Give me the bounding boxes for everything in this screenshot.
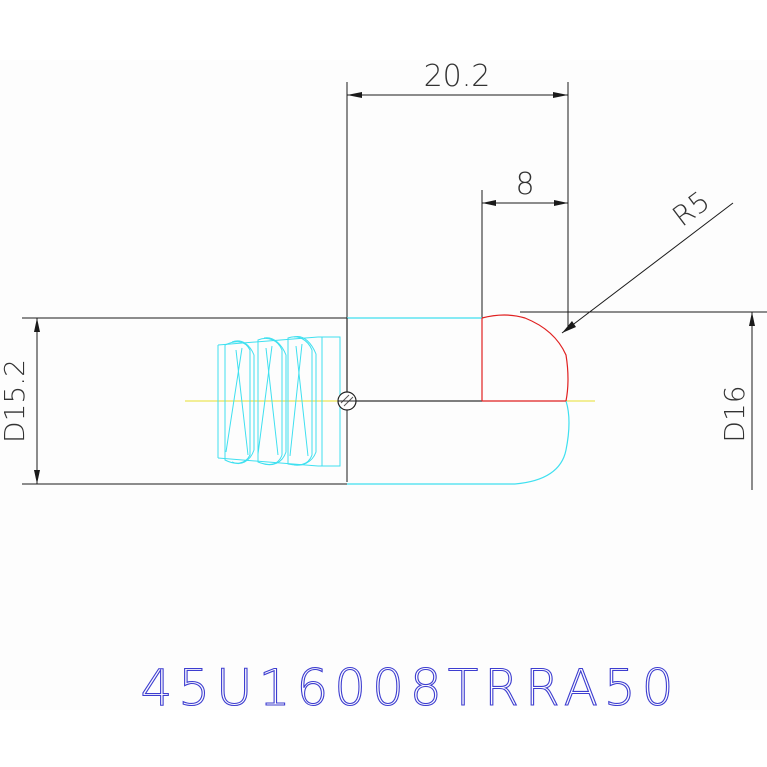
dimension-diameter-right-label: D16 (718, 385, 751, 442)
dimension-width-total-label: 20.2 (424, 59, 491, 94)
dimension-diameter-left-label: D15.2 (0, 359, 31, 443)
dimension-diameter-left: D15.2 (0, 317, 480, 485)
dimension-width-total: 20.2 (346, 59, 569, 482)
cutting-profile-edge (481, 314, 569, 402)
drawing-sheet (0, 60, 767, 710)
part-number: 45U16008TRRA50 (140, 659, 679, 717)
dimension-width-flat-label: 8 (515, 167, 534, 202)
origin-marker (337, 391, 357, 411)
dimension-diameter-right: D16 (520, 311, 767, 490)
section-profile (346, 318, 482, 402)
thread-pattern (224, 335, 317, 466)
dimension-width-flat: 8 (481, 167, 568, 320)
